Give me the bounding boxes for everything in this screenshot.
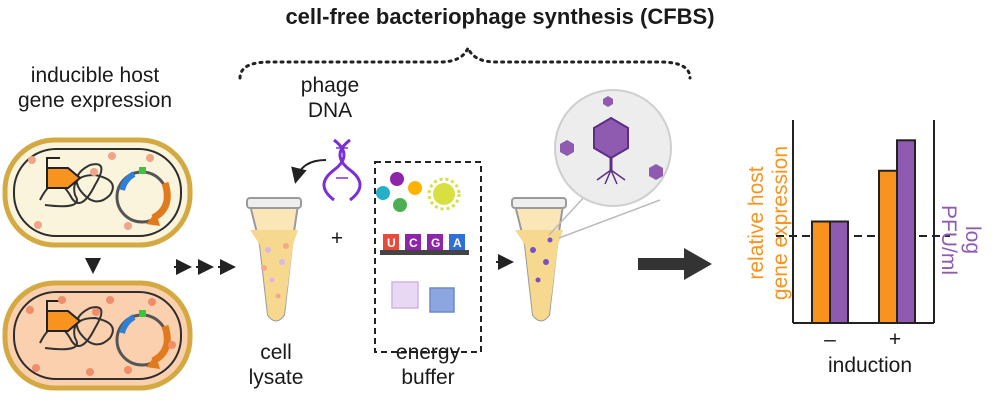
- bar-s1-induced: [878, 169, 898, 324]
- nucleotide-a: A: [453, 236, 462, 250]
- left-axis-line-1: relative host: [745, 166, 768, 280]
- phage-line-2: DNA: [307, 99, 353, 122]
- plus-sign: +: [330, 227, 344, 250]
- phage-line-1: phage: [300, 74, 360, 97]
- bar-s1-uninduced: [811, 220, 831, 324]
- dna-helix-icon: [322, 138, 362, 202]
- bar-chart: [776, 120, 950, 324]
- right-axis-line-1: log: [961, 225, 984, 255]
- right-axis-line-2: PFU/ml: [937, 205, 960, 275]
- x-axis-label: induction: [827, 354, 913, 377]
- tick-minus: –: [824, 328, 836, 351]
- bar-s2-uninduced: [829, 220, 849, 324]
- induced-cell: [2, 280, 193, 391]
- inducible-line-1: inducible host: [30, 64, 160, 87]
- lysate-tube: [246, 197, 302, 322]
- lysate-line-1: cell: [260, 341, 292, 364]
- buffer-line-1: energy: [395, 341, 461, 364]
- cell-lysate-label: cell lysate: [236, 340, 316, 390]
- nucleotide-u: U: [387, 236, 396, 250]
- result-arrow: [638, 248, 712, 280]
- left-axis-label: relative host gene expression: [745, 113, 795, 333]
- lysate-line-2: lysate: [248, 366, 304, 389]
- nucleotide-g: G: [431, 236, 441, 250]
- nucleotide-c: C: [409, 236, 418, 250]
- reaction-tube: [511, 197, 567, 322]
- tick-plus: +: [888, 328, 902, 351]
- cfbs-brace: [238, 44, 692, 80]
- right-axis-label: log PFU/ml: [934, 190, 984, 290]
- buffer-line-2: buffer: [401, 366, 455, 389]
- bar-s2-induced: [896, 139, 916, 324]
- inducible-line-2: gene expression: [17, 89, 173, 112]
- energy-buffer-label: energy buffer: [378, 340, 478, 390]
- phage-dna-label: phage DNA: [290, 73, 370, 123]
- uninduced-cell: [2, 137, 193, 248]
- page-title: cell-free bacteriophage synthesis (CFBS): [285, 4, 715, 29]
- inducible-label: inducible host gene expression: [0, 63, 190, 113]
- phage-zoom-icon: [554, 89, 672, 207]
- left-axis-line-2: gene expression: [769, 145, 792, 301]
- energy-buffer-box: [374, 161, 482, 353]
